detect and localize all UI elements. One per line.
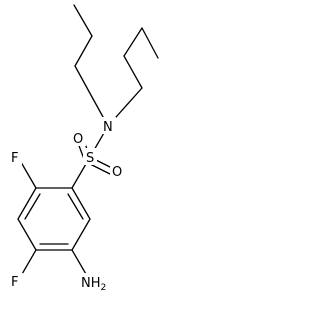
- bond-ring-inner-1: [24, 193, 41, 220]
- structure-diagram: N S O O F F NH2: [9, 4, 159, 293]
- bond-butyl1-c2-c1: [74, 65, 93, 98]
- bond-ring-c6-c1: [71, 187, 91, 220]
- atom-amine-subscript: 2: [101, 283, 107, 293]
- atom-fluorine-bottom: F: [11, 275, 18, 290]
- bond-ring-c2-c3: [17, 187, 37, 220]
- atom-amine-nh: NH: [81, 276, 101, 291]
- atom-amine: NH2: [81, 276, 106, 293]
- bond-butyl2-c3-c2: [123, 27, 143, 57]
- atom-sulfur: S: [86, 151, 94, 166]
- bond-ring-c5-c6: [71, 218, 91, 251]
- atom-oxygen-right: O: [112, 165, 122, 180]
- atom-nitrogen: N: [103, 120, 113, 135]
- atom-fluorine-top: F: [11, 151, 18, 166]
- bond-butyl2-c2-c1: [123, 55, 143, 89]
- bond-butyl1-c4-c3: [73, 4, 93, 37]
- molecule-drawing: N S O O F F NH2: [9, 4, 159, 293]
- atom-oxygen-top: O: [73, 132, 83, 147]
- bond-butyl1-c3-c2: [74, 35, 93, 67]
- bond-butyl2-c4-c3: [141, 27, 159, 59]
- bond-ring-c3-c4: [17, 218, 37, 251]
- bond-ring-inner-3: [67, 193, 84, 220]
